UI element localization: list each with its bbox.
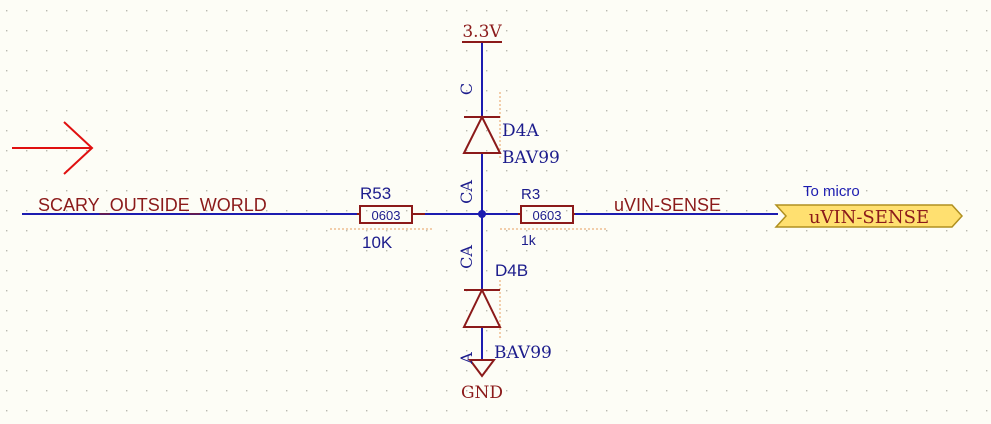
d4a-pin-ca: CA [457,180,476,204]
d4a-designator: D4A [502,121,539,141]
resistor-r53[interactable]: 0603 R53 10K [357,184,425,252]
d4b-part-label: BAV99 [494,343,552,363]
r53-designator: R53 [360,184,391,203]
wires [22,42,778,360]
power-3v3-label: 3.3V [462,22,502,42]
port-comment: To micro [803,183,860,200]
diode-d4a[interactable]: D4A BAV99 C CA [457,83,560,204]
net-label-input[interactable]: SCARY_OUTSIDE_WORLD [38,195,267,216]
r53-package: 0603 [372,208,401,223]
d4b-designator: D4B [495,261,528,280]
diode-d4b[interactable]: D4B BAV99 CA A [457,245,552,365]
grid-dots [6,10,988,412]
resistor-r3[interactable]: 0603 R3 1k [518,186,575,248]
r3-designator: R3 [521,186,540,203]
r3-value: 1k [521,232,537,248]
d4a-part-label: BAV99 [502,148,560,168]
ground-label: GND [461,383,503,403]
d4a-pin-c: C [457,83,476,95]
d4b-pin-a: A [457,352,476,365]
input-arrow-icon [12,121,94,175]
r53-value: 10K [362,233,393,252]
ground-symbol[interactable]: GND [461,359,503,403]
power-3v3-symbol[interactable]: 3.3V [462,22,502,43]
d4b-pin-ca: CA [457,245,476,269]
port-name: uVIN-SENSE [809,207,929,228]
net-label-output[interactable]: uVIN-SENSE [614,195,721,215]
port-uvin-sense[interactable]: uVIN-SENSE To micro [774,183,964,228]
r3-package: 0603 [533,208,562,223]
junction-dot [478,210,486,218]
